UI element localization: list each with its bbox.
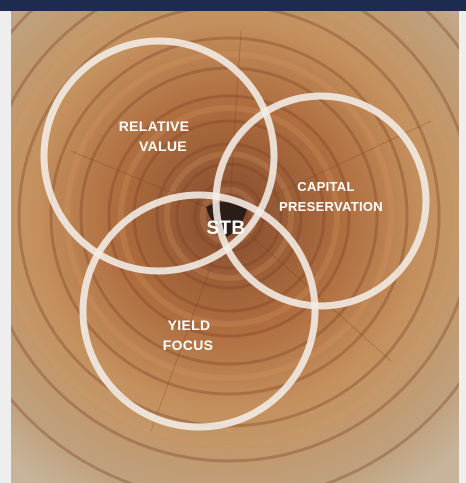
right-margin [459, 11, 466, 483]
center-label: STB [207, 218, 246, 239]
circle-yield-focus [79, 191, 319, 431]
tree-rings [11, 11, 459, 483]
left-margin [0, 11, 11, 483]
venn-circles [40, 37, 430, 431]
yield-focus-label-line-1: YIELD [168, 317, 211, 333]
venn-diagram: RELATIVE VALUE CAPITAL PRESERVATION YIEL… [11, 11, 459, 483]
relative-value-label-line-2: VALUE [139, 138, 187, 154]
top-bar [0, 0, 466, 11]
capital-preservation-label-line-1: CAPITAL [297, 179, 354, 194]
circle-relative-value [40, 37, 278, 275]
capital-preservation-label-line-2: PRESERVATION [279, 199, 383, 214]
relative-value-label-line-1: RELATIVE [119, 118, 190, 134]
yield-focus-label-line-2: FOCUS [163, 337, 214, 353]
wood-background-panel: RELATIVE VALUE CAPITAL PRESERVATION YIEL… [11, 11, 459, 483]
tree-rings-light [11, 11, 459, 447]
circle-capital-preservation [212, 92, 430, 310]
